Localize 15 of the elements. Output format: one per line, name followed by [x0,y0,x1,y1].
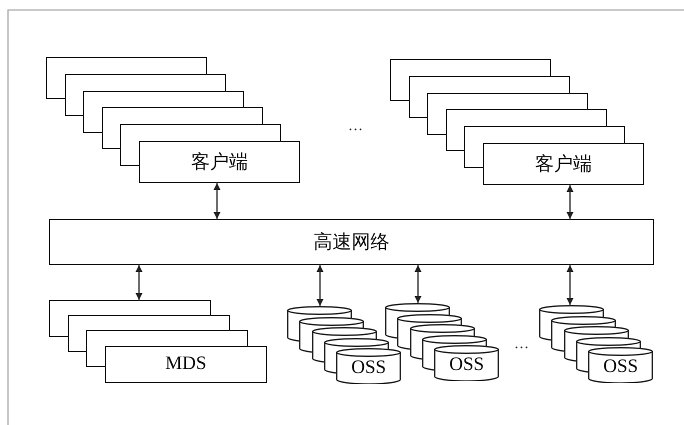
ellipsis: … [514,336,529,353]
client-box-stack: 客户端 [390,59,644,185]
arrow [214,183,220,219]
server-box-stack: MDS [49,300,267,383]
network-box: 高速网络 [49,219,654,265]
arrow [136,265,142,300]
ellipsis: … [348,118,363,135]
arrow [414,265,422,303]
arrow [566,185,574,219]
disk-stack: OSS [539,305,654,383]
client-box-stack: 客户端 [46,57,300,183]
disk-stack: OSS [287,306,402,384]
arrow [316,265,324,306]
disk-stack: OSS [385,303,500,381]
arrow [566,265,574,305]
